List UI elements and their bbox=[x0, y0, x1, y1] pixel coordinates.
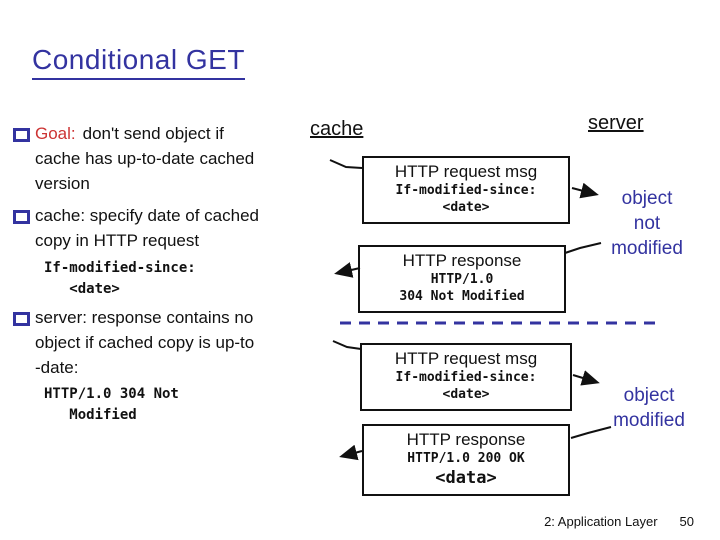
bullet-square-icon bbox=[13, 312, 30, 326]
server-label: server bbox=[588, 112, 644, 134]
footer-page-number: 50 bbox=[679, 514, 694, 529]
page-title: Conditional GET bbox=[32, 44, 245, 80]
bullet-square-icon bbox=[13, 210, 30, 224]
arrow-left-icon-response2 bbox=[339, 444, 363, 461]
arrow-right-icon-request2 bbox=[572, 370, 600, 386]
request-msg-box-1: HTTP request msg If-modified-since: <dat… bbox=[362, 156, 570, 224]
code-304-not-modified: HTTP/1.0 304 Not Modified bbox=[44, 386, 179, 423]
bullet-lead: Goal: bbox=[35, 124, 76, 143]
msg-code: HTTP/1.0 200 OK bbox=[407, 451, 525, 466]
annotation-object-modified: object modified bbox=[613, 385, 685, 431]
slide-footer: 2: Application Layer 50 bbox=[544, 514, 694, 529]
request-msg-box-2: HTTP request msg If-modified-since: <dat… bbox=[360, 343, 572, 411]
msg-code: If-modified-since: <date> bbox=[395, 183, 537, 215]
bullet-body: don't send object if cache has up-to-dat… bbox=[35, 124, 255, 193]
msg-title: HTTP response bbox=[406, 430, 526, 449]
leader-line-response1-to-server bbox=[564, 242, 602, 254]
msg-title: HTTP request msg bbox=[394, 162, 538, 181]
bullet-goal: Goal:don't send object if cache has up-t… bbox=[12, 121, 334, 196]
msg-code: HTTP/1.0 304 Not Modified bbox=[399, 272, 525, 304]
bullet-text: server: response contains no object if c… bbox=[35, 308, 255, 377]
code-if-modified-since: If-modified-since: <date> bbox=[44, 260, 196, 297]
annotation-object-not-modified: object not modified bbox=[611, 188, 683, 259]
bullet-server: server: response contains no object if c… bbox=[12, 305, 334, 380]
response-msg-box-1: HTTP response HTTP/1.0 304 Not Modified bbox=[358, 245, 566, 313]
msg-payload: <data> bbox=[435, 468, 497, 488]
arrow-left-icon-response1 bbox=[334, 262, 361, 278]
msg-title: HTTP response bbox=[402, 251, 522, 270]
bullet-cache: cache: specify date of cached copy in HT… bbox=[12, 203, 334, 253]
msg-title: HTTP request msg bbox=[394, 349, 538, 368]
arrow-right-icon-request1 bbox=[571, 182, 599, 199]
footer-section-label: 2: Application Layer bbox=[544, 514, 658, 529]
bullet-text: cache: specify date of cached copy in HT… bbox=[35, 206, 259, 250]
bullet-square-icon bbox=[13, 128, 30, 142]
cache-label: cache bbox=[310, 118, 364, 140]
msg-code: If-modified-since: <date> bbox=[395, 370, 537, 402]
leader-line-cache-to-request2 bbox=[332, 340, 362, 350]
response-msg-box-2: HTTP response HTTP/1.0 200 OK <data> bbox=[362, 424, 570, 496]
leader-line-cache-to-request1 bbox=[329, 159, 363, 169]
bullet-text: Goal:don't send object if cache has up-t… bbox=[35, 121, 334, 196]
